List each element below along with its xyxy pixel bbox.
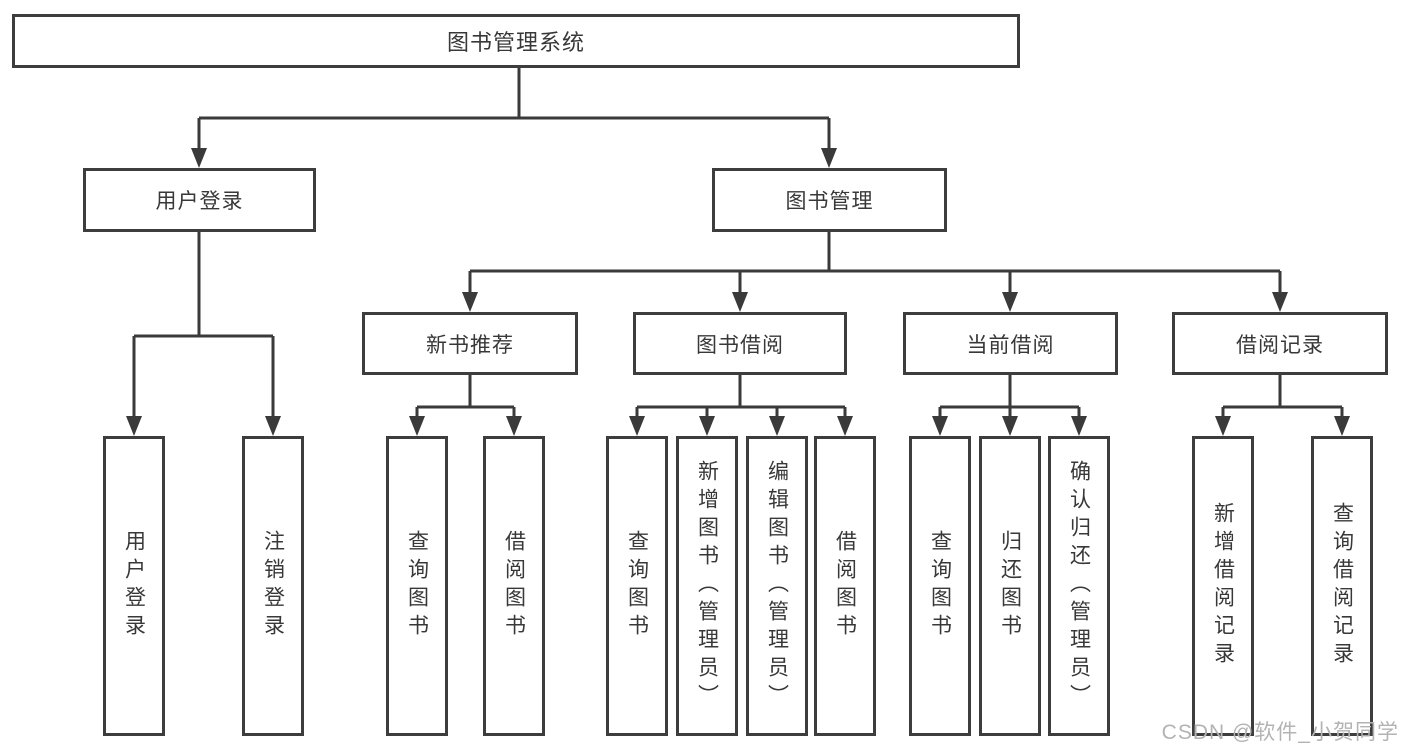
leaf-borrow-add-books-admin: 新增图书（管理员） [676,436,738,736]
leaf-borrow-borrow-books: 借阅图书 [814,436,876,736]
node-user-login: 用户登录 [83,168,316,232]
csdn-watermark: CSDN @软件_小贺同学 [1161,721,1399,744]
leaf-current-confirm-return-admin: 确认归还（管理员） [1048,436,1110,736]
leaf-records-add-record: 新增借阅记录 [1192,436,1254,736]
node-book-management: 图书管理 [712,168,947,232]
leaf-newbook-borrow-books: 借阅图书 [483,436,545,736]
leaf-borrow-edit-books-admin: 编辑图书（管理员） [746,436,808,736]
node-new-book-recommend: 新书推荐 [362,312,578,375]
leaf-records-query-record: 查询借阅记录 [1311,436,1373,736]
leaf-current-query-books: 查询图书 [909,436,971,736]
leaf-logout-login: 注销登录 [242,436,304,736]
leaf-borrow-query-books: 查询图书 [606,436,668,736]
leaf-current-return-books: 归还图书 [979,436,1041,736]
leaf-user-login: 用户登录 [103,436,165,736]
node-borrow-records: 借阅记录 [1172,312,1388,375]
node-root-library-system: 图书管理系统 [12,14,1020,68]
leaf-newbook-query-books: 查询图书 [386,436,448,736]
node-book-borrow: 图书借阅 [633,312,847,375]
node-current-borrow: 当前借阅 [903,312,1118,375]
